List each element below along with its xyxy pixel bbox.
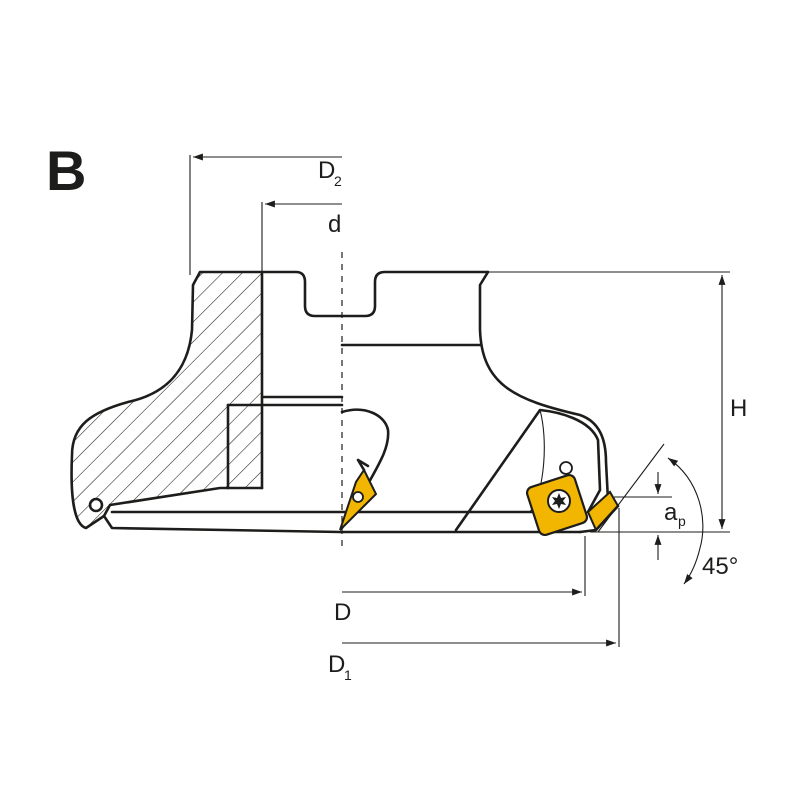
dimension-H: H <box>488 271 747 533</box>
svg-text:a: a <box>664 499 678 526</box>
svg-text:D: D <box>328 651 345 678</box>
svg-text:D: D <box>334 599 351 626</box>
dimension-D: D <box>334 536 586 626</box>
view-label: B <box>46 139 86 202</box>
svg-text:45°: 45° <box>702 553 738 580</box>
dimension-angle: 45° <box>597 443 738 585</box>
svg-text:p: p <box>678 513 686 529</box>
svg-text:H: H <box>730 395 747 422</box>
sectioned-body <box>70 270 264 530</box>
insert-right <box>525 461 620 537</box>
dimension-D1: D 1 <box>328 508 620 683</box>
dimension-D2: D 2 <box>189 153 342 275</box>
svg-text:d: d <box>328 211 341 238</box>
dimension-d: d <box>261 200 342 272</box>
svg-text:2: 2 <box>334 173 342 189</box>
svg-text:D: D <box>318 157 335 184</box>
svg-text:1: 1 <box>344 667 352 683</box>
insert-left <box>339 458 378 531</box>
coolant-hole-icon <box>88 497 104 513</box>
insert-screw-icon <box>352 491 364 503</box>
dimension-ap: a p <box>614 472 686 560</box>
